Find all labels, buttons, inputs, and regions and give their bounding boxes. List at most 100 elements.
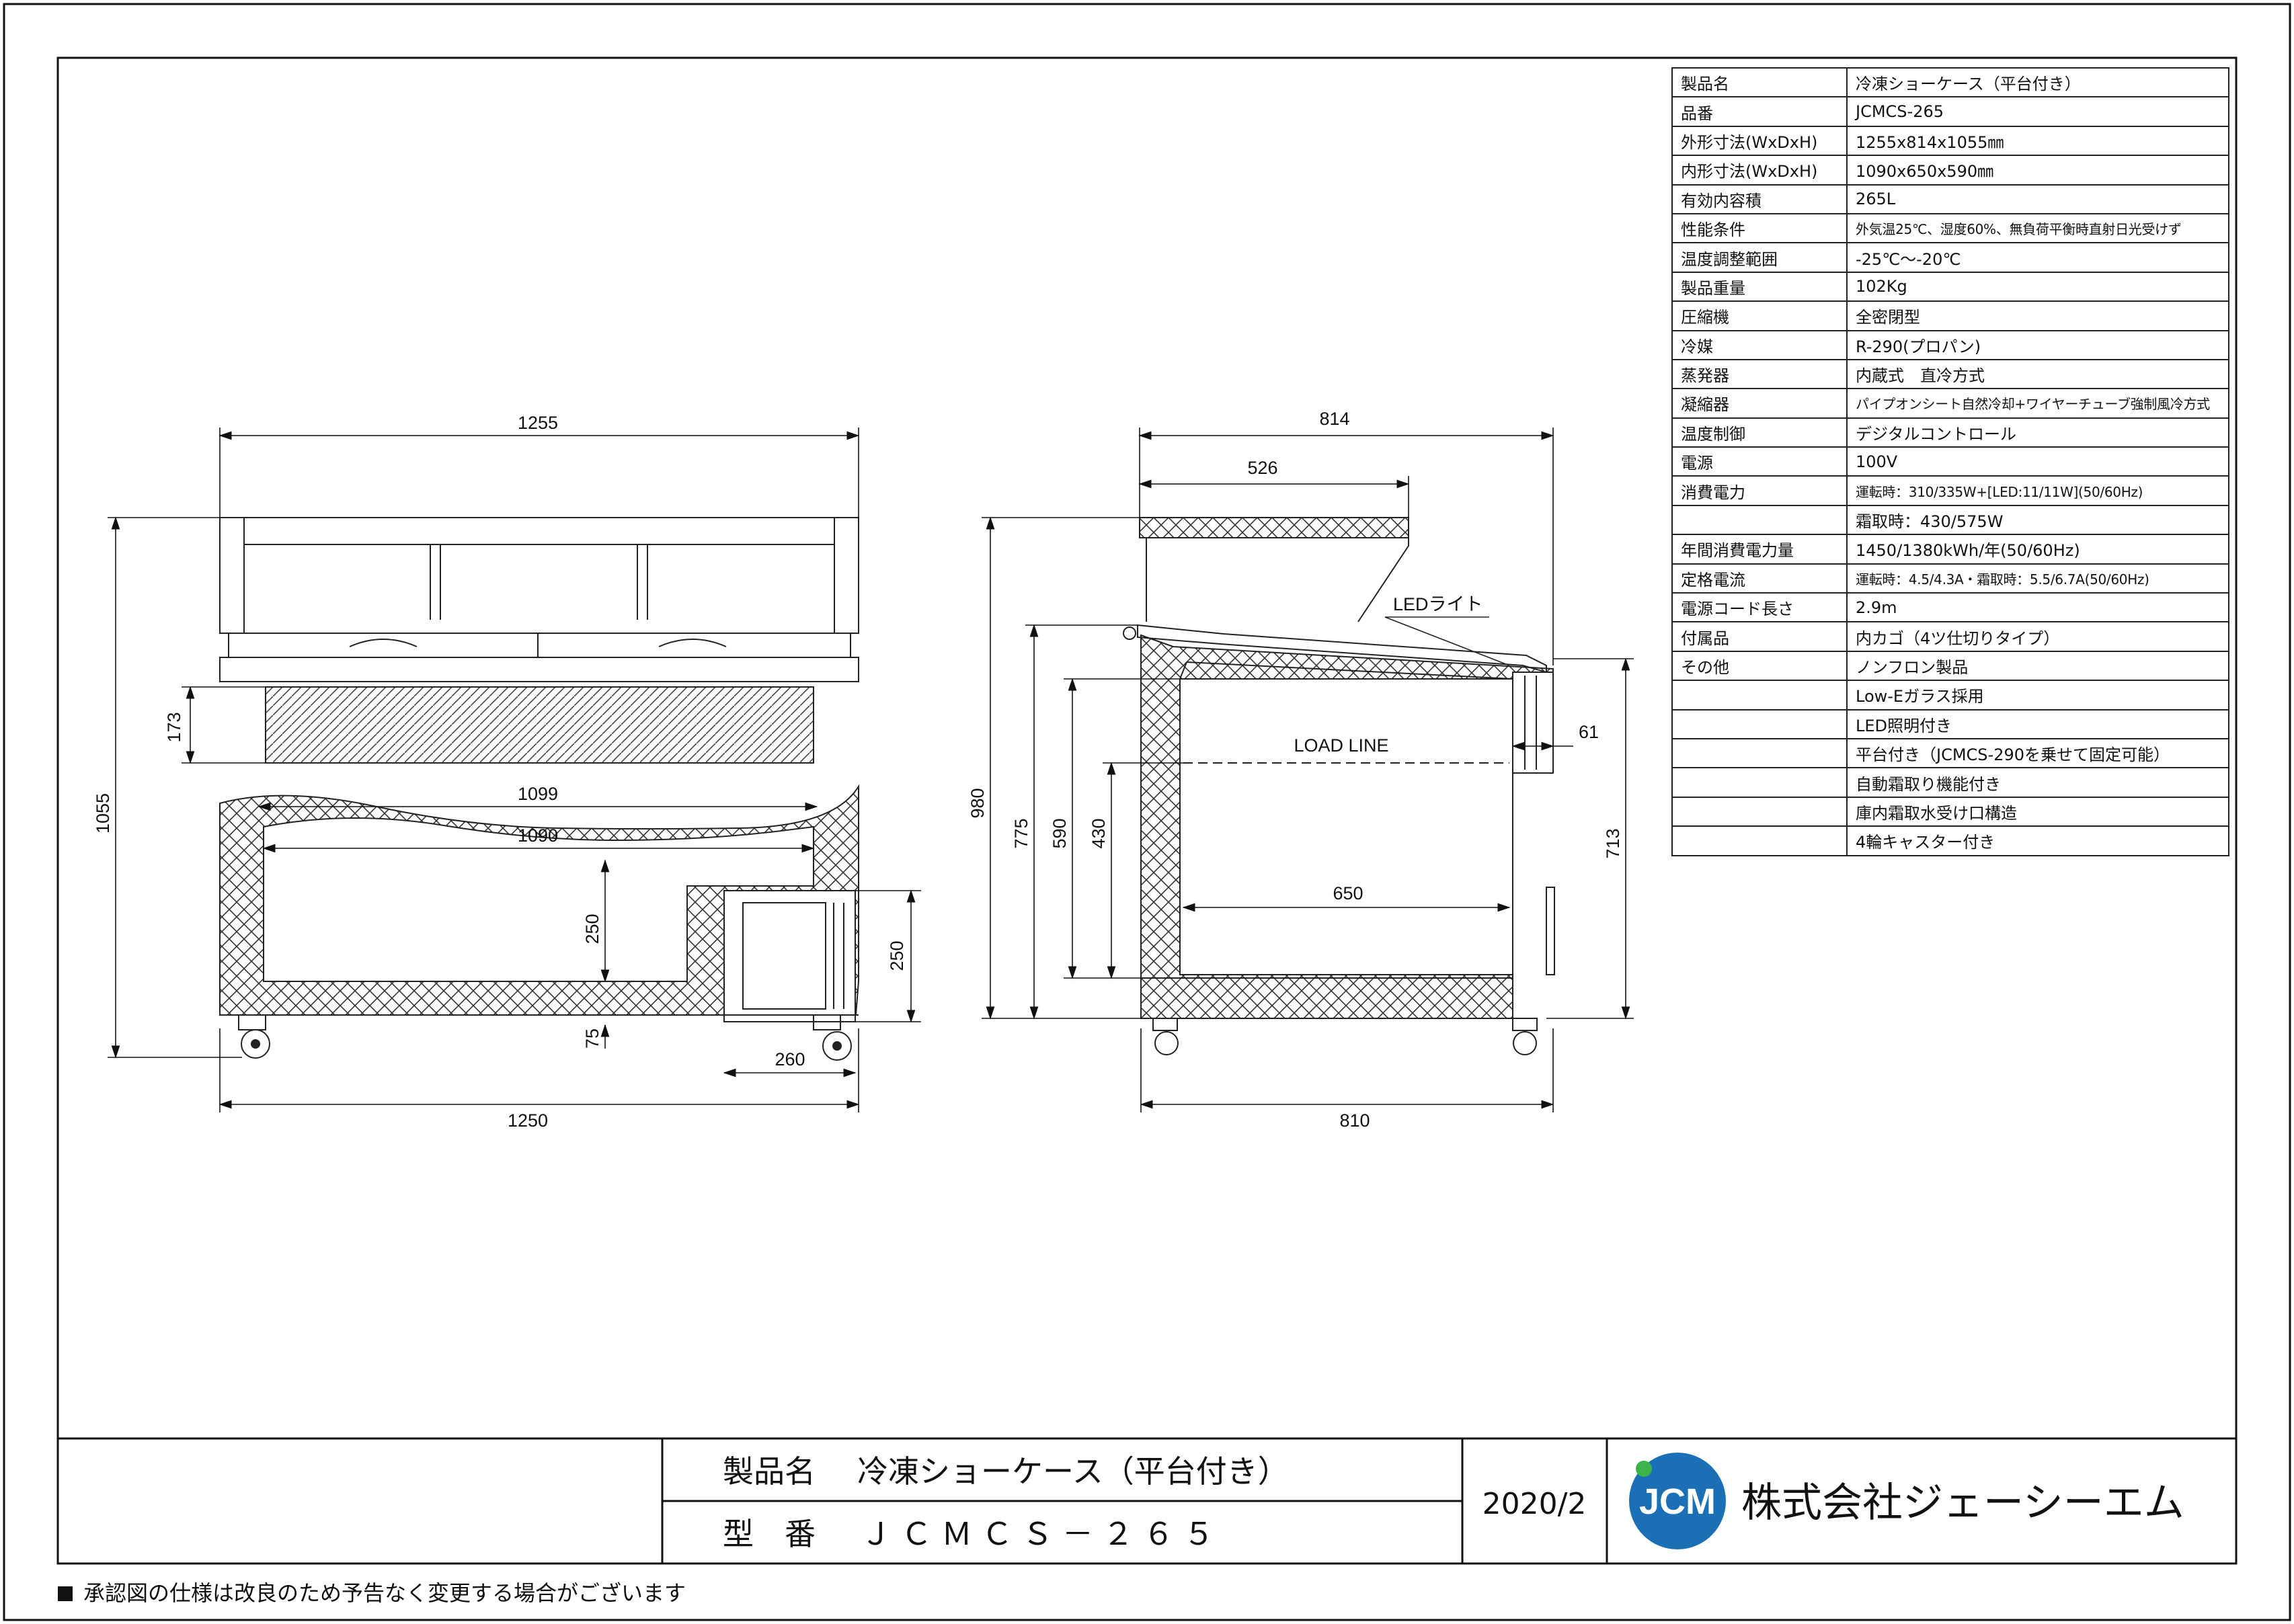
spec-row: 付属品内カゴ（4ツ仕切りタイプ） [1671,621,2229,652]
dim-775: 775 [1011,818,1031,848]
dim-1255: 1255 [518,413,558,433]
spec-row: 製品名冷凍ショーケース（平台付き） [1671,67,2229,98]
company-name: 株式会社ジェーシーエム [1741,1479,2184,1527]
spec-value: パイプオンシート自然冷却+ワイヤーチューブ強制風冷方式 [1846,388,2229,419]
spec-value: 2.9m [1846,592,2229,623]
spec-value: LED照明付き [1846,708,2229,739]
dim-650: 650 [1333,883,1363,903]
spec-value: 1255x814x1055㎜ [1846,125,2229,157]
dim-1099: 1099 [518,784,558,804]
dim-980: 980 [967,788,988,818]
spec-key: 有効内容積 [1671,184,1848,214]
spec-key: 品番 [1671,96,1848,127]
spec-row: 霜取時：430/575W [1671,504,2229,536]
spec-value: 内蔵式 直冷方式 [1846,358,2229,390]
tb-date: 2020/2 [1482,1487,1587,1521]
front-view [219,517,859,1061]
dim-250-right: 250 [887,940,907,971]
spec-value: JCMCS-265 [1846,96,2229,127]
dim-590: 590 [1050,818,1070,848]
dim-260: 260 [775,1049,805,1069]
spec-key: 内形寸法(WxDxH) [1671,155,1848,186]
spec-key [1671,825,1848,856]
spec-value: 102Kg [1846,271,2229,302]
dim-250-left: 250 [582,914,602,944]
spec-value: 1450/1380kWh/年(50/60Hz) [1846,534,2229,565]
jcm-logo-text: JCM [1639,1481,1716,1522]
footer-note-text: 承認図の仕様は改良のため予告なく変更する場合がございます [83,1580,686,1606]
spec-key: 製品重量 [1671,271,1848,302]
spec-row: 性能条件外気温25℃、湿度60%、無負荷平衡時直射日光受けず [1671,212,2229,244]
spec-key: 年間消費電力量 [1671,534,1848,565]
spec-value: 庫内霜取水受け口構造 [1846,796,2229,827]
spec-value: 外気温25℃、湿度60%、無負荷平衡時直射日光受けず [1846,212,2229,244]
spec-row: 4輪キャスター付き [1671,825,2229,856]
dim-75: 75 [582,1028,602,1049]
dim-1090: 1090 [518,825,558,846]
spec-key: 凝縮器 [1671,388,1848,419]
footer-note: 承認図の仕様は改良のため予告なく変更する場合がございます [58,1576,686,1607]
side-view [1123,517,1555,1055]
spec-value: 霜取時：430/575W [1846,504,2229,536]
title-block [661,1438,1608,1564]
spec-value: 冷凍ショーケース（平台付き） [1846,67,2229,98]
side-dim-labels: 814 526 810 650 980 775 590 430 713 61 L… [967,409,1623,1131]
spec-key [1671,504,1848,536]
spec-key: 付属品 [1671,621,1848,652]
spec-key: 性能条件 [1671,212,1848,244]
spec-value: 自動霜取り機能付き [1846,767,2229,798]
jcm-logo-dot-icon [1636,1461,1652,1477]
spec-key: 外形寸法(WxDxH) [1671,125,1848,157]
spec-key: 冷媒 [1671,329,1848,360]
spec-key: 電源コード長さ [1671,592,1848,623]
spec-row: 外形寸法(WxDxH)1255x814x1055㎜ [1671,125,2229,157]
led-light-label: LEDライト [1393,594,1483,614]
spec-key: 蒸発器 [1671,358,1848,390]
spec-row: 凝縮器パイプオンシート自然冷却+ワイヤーチューブ強制風冷方式 [1671,388,2229,419]
spec-key: その他 [1671,650,1848,682]
spec-key: 定格電流 [1671,563,1848,594]
square-bullet-icon [58,1586,73,1601]
dim-1055: 1055 [93,793,113,834]
tb-model-label: 型 番 [723,1516,816,1552]
spec-key [1671,796,1848,827]
spec-value: 全密閉型 [1846,300,2229,331]
dim-526: 526 [1247,458,1277,478]
spec-key: 電源 [1671,446,1848,477]
spec-value: 運転時：4.5/4.3A・霜取時：5.5/6.7A(50/60Hz) [1846,563,2229,594]
dim-430: 430 [1089,818,1109,848]
dim-713: 713 [1603,828,1623,858]
spec-key: 温度調整範囲 [1671,242,1848,273]
spec-value: 100V [1846,446,2229,477]
spec-row: その他ノンフロン製品 [1671,650,2229,682]
tb-name-label: 製品名 [723,1453,816,1490]
spec-row: 消費電力運転時：310/335W+[LED:11/11W](50/60Hz) [1671,475,2229,506]
spec-row: 庫内霜取水受け口構造 [1671,796,2229,827]
spec-value: ノンフロン製品 [1846,650,2229,682]
spec-row: 定格電流運転時：4.5/4.3A・霜取時：5.5/6.7A(50/60Hz) [1671,563,2229,594]
spec-row: 蒸発器内蔵式 直冷方式 [1671,358,2229,390]
side-dimensions [982,428,1634,1112]
outer-border [3,3,2291,1621]
spec-key [1671,767,1848,798]
spec-value: 4輪キャスター付き [1846,825,2229,856]
title-block-text: 製品名 冷凍ショーケース（平台付き） 型 番 ＪＣＭＣＳ－２６５ 2020/2 … [723,1453,2184,1552]
spec-key: 製品名 [1671,67,1848,98]
tb-name-value: 冷凍ショーケース（平台付き） [857,1453,1289,1490]
spec-row: 平台付き（JCMCS-290を乗せて固定可能） [1671,737,2229,769]
dim-814: 814 [1319,409,1349,429]
spec-key: 温度制御 [1671,417,1848,448]
spec-key [1671,737,1848,769]
spec-key [1671,708,1848,739]
spec-value: 運転時：310/335W+[LED:11/11W](50/60Hz) [1846,475,2229,506]
spec-row: LED照明付き [1671,708,2229,739]
spec-row: 温度調整範囲-25℃～-20℃ [1671,242,2229,273]
front-dimensions [108,428,921,1112]
